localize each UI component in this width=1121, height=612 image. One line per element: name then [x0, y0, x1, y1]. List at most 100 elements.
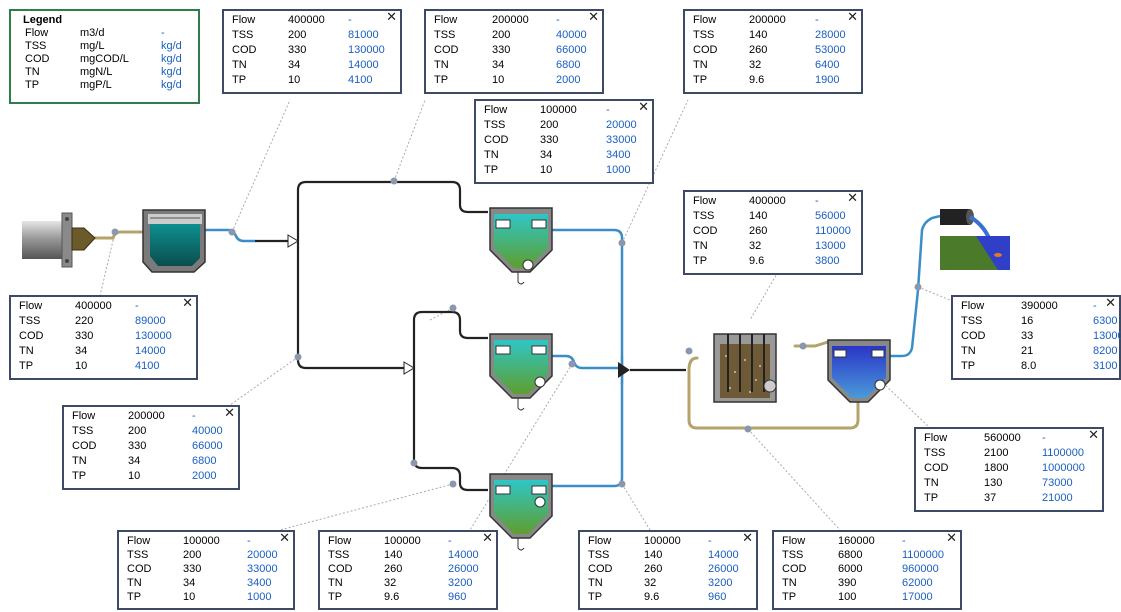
load-value: -: [708, 535, 712, 547]
load-value: 1900: [815, 74, 840, 86]
load-value: 26000: [708, 563, 739, 575]
secondary-clarifier-icon[interactable]: [827, 339, 891, 403]
screen-tank-icon[interactable]: [142, 209, 206, 273]
concentration-value: 10: [540, 164, 553, 176]
stream-nodes[interactable]: [111, 177, 922, 488]
load-value: 81000: [348, 29, 379, 41]
load-value: -: [556, 14, 560, 26]
concentration-value: 400000: [749, 195, 786, 207]
param-name: TSS: [232, 29, 254, 41]
close-icon[interactable]: ✕: [638, 99, 649, 114]
concentration-value: 100000: [384, 535, 421, 547]
close-icon[interactable]: ✕: [386, 9, 397, 24]
close-icon[interactable]: ✕: [482, 530, 493, 545]
param-name: COD: [924, 462, 949, 474]
concentration-value: 390000: [1021, 300, 1058, 312]
legend-title: Legend: [23, 14, 63, 26]
close-icon[interactable]: ✕: [279, 530, 290, 545]
bioreactor-icon[interactable]: [713, 333, 777, 403]
param-name: TN: [19, 345, 34, 357]
param-name: Flow: [693, 14, 717, 26]
flow-arrows: [287, 234, 630, 378]
concentration-value: 200000: [749, 14, 786, 26]
load-value: 14000: [708, 549, 739, 561]
load-value: 130000: [348, 44, 385, 56]
concentration-value: 10: [128, 470, 141, 482]
primary-clarifier-2-icon[interactable]: [489, 333, 553, 411]
load-value: 14000: [448, 549, 479, 561]
param-name: Flow: [588, 535, 612, 547]
close-icon[interactable]: ✕: [588, 9, 599, 24]
close-icon[interactable]: ✕: [946, 530, 957, 545]
load-value: 14000: [135, 345, 166, 357]
param-name: COD: [484, 134, 509, 146]
param-name: TP: [127, 591, 142, 603]
primary-clarifier-3-icon[interactable]: [489, 473, 553, 551]
close-icon[interactable]: ✕: [182, 295, 193, 310]
outfall-icon[interactable]: [940, 209, 1010, 270]
load-value: 40000: [192, 425, 223, 437]
concentration-value: 160000: [838, 535, 875, 547]
concentration-value: 140: [749, 29, 768, 41]
load-value: 4100: [135, 360, 160, 372]
concentration-value: 9.6: [749, 255, 765, 267]
close-icon[interactable]: ✕: [1088, 427, 1099, 442]
load-value: -: [1042, 432, 1046, 444]
param-name: COD: [693, 44, 718, 56]
concentration-value: 200: [128, 425, 147, 437]
load-value: 40000: [556, 29, 587, 41]
load-value: 1000: [606, 164, 631, 176]
concentration-value: 32: [384, 577, 397, 589]
close-icon[interactable]: ✕: [742, 530, 753, 545]
primary-clarifier-1-icon[interactable]: [489, 207, 553, 285]
concentration-value: 400000: [75, 300, 112, 312]
load-value: -: [606, 104, 610, 116]
influent-pipe-icon[interactable]: [22, 212, 96, 268]
close-icon[interactable]: ✕: [847, 190, 858, 205]
load-value: 56000: [815, 210, 846, 222]
concentration-value: 32: [749, 59, 762, 71]
close-icon[interactable]: ✕: [847, 9, 858, 24]
concentration-value: 34: [288, 59, 301, 71]
param-name: TN: [693, 59, 708, 71]
load-value: 53000: [815, 44, 846, 56]
close-icon[interactable]: ✕: [224, 405, 235, 420]
close-icon[interactable]: ✕: [1105, 295, 1116, 310]
load-value: 6400: [815, 59, 840, 71]
load-value: -: [902, 535, 906, 547]
